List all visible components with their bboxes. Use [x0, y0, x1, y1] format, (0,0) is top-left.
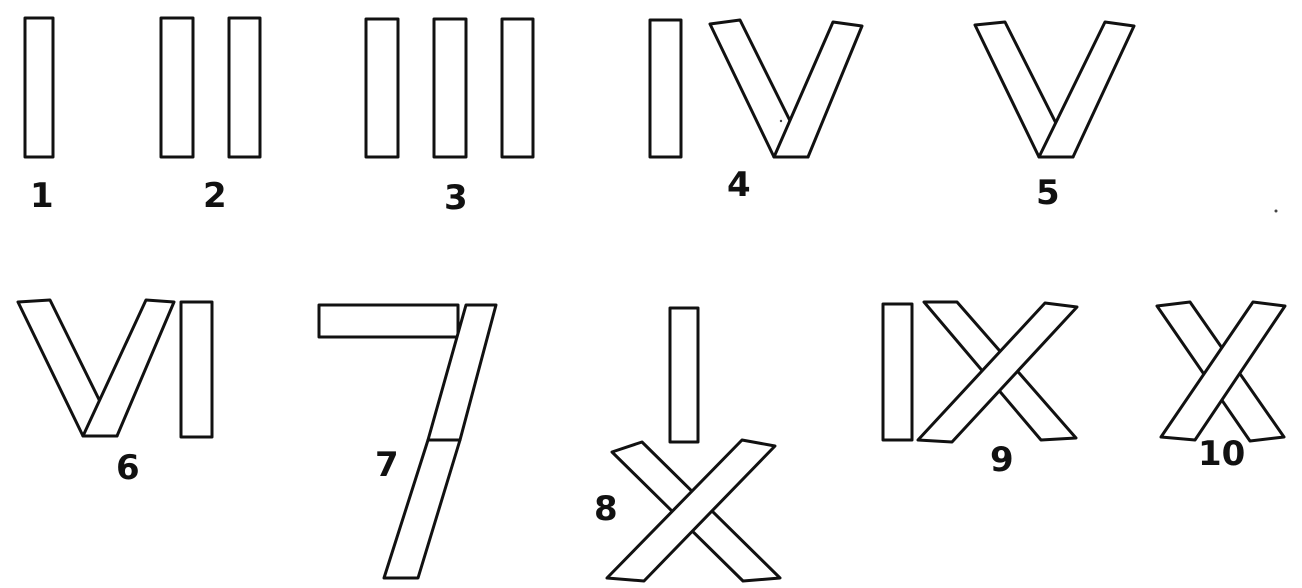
- stick: [650, 20, 681, 157]
- figure-5: 5: [975, 22, 1134, 213]
- figure-1: 1: [25, 18, 54, 216]
- stick-diagonal: [1039, 22, 1134, 157]
- stray-mark: [780, 120, 782, 122]
- stick: [434, 19, 466, 157]
- label-1: 1: [30, 176, 54, 216]
- label-10: 10: [1198, 434, 1245, 474]
- stick: [229, 18, 260, 157]
- figure-8: 8: [594, 308, 780, 581]
- stick-diagonal: [774, 22, 862, 157]
- stick: [366, 19, 398, 157]
- stick: [25, 18, 53, 157]
- label-9: 9: [990, 440, 1014, 480]
- figure-4: 4: [650, 20, 862, 205]
- stick: [502, 19, 533, 157]
- label-5: 5: [1036, 173, 1060, 213]
- figure-7: 7: [319, 305, 496, 578]
- label-7: 7: [375, 445, 399, 485]
- label-8: 8: [594, 489, 618, 529]
- figure-10: 10: [1157, 302, 1285, 474]
- label-6: 6: [116, 448, 140, 488]
- label-4: 4: [727, 165, 751, 205]
- stick: [883, 304, 912, 440]
- figure-2: 2: [161, 18, 260, 216]
- stick: [161, 18, 193, 157]
- stick-horizontal: [319, 305, 458, 337]
- figure-6: 6: [18, 300, 212, 488]
- label-2: 2: [203, 176, 227, 216]
- stick-diagonal: [83, 300, 174, 436]
- stick: [670, 308, 698, 442]
- figure-9: 9: [883, 302, 1077, 480]
- stray-mark: [1275, 210, 1278, 213]
- figure-3: 3: [366, 19, 533, 218]
- stick: [181, 302, 212, 437]
- label-3: 3: [444, 178, 468, 218]
